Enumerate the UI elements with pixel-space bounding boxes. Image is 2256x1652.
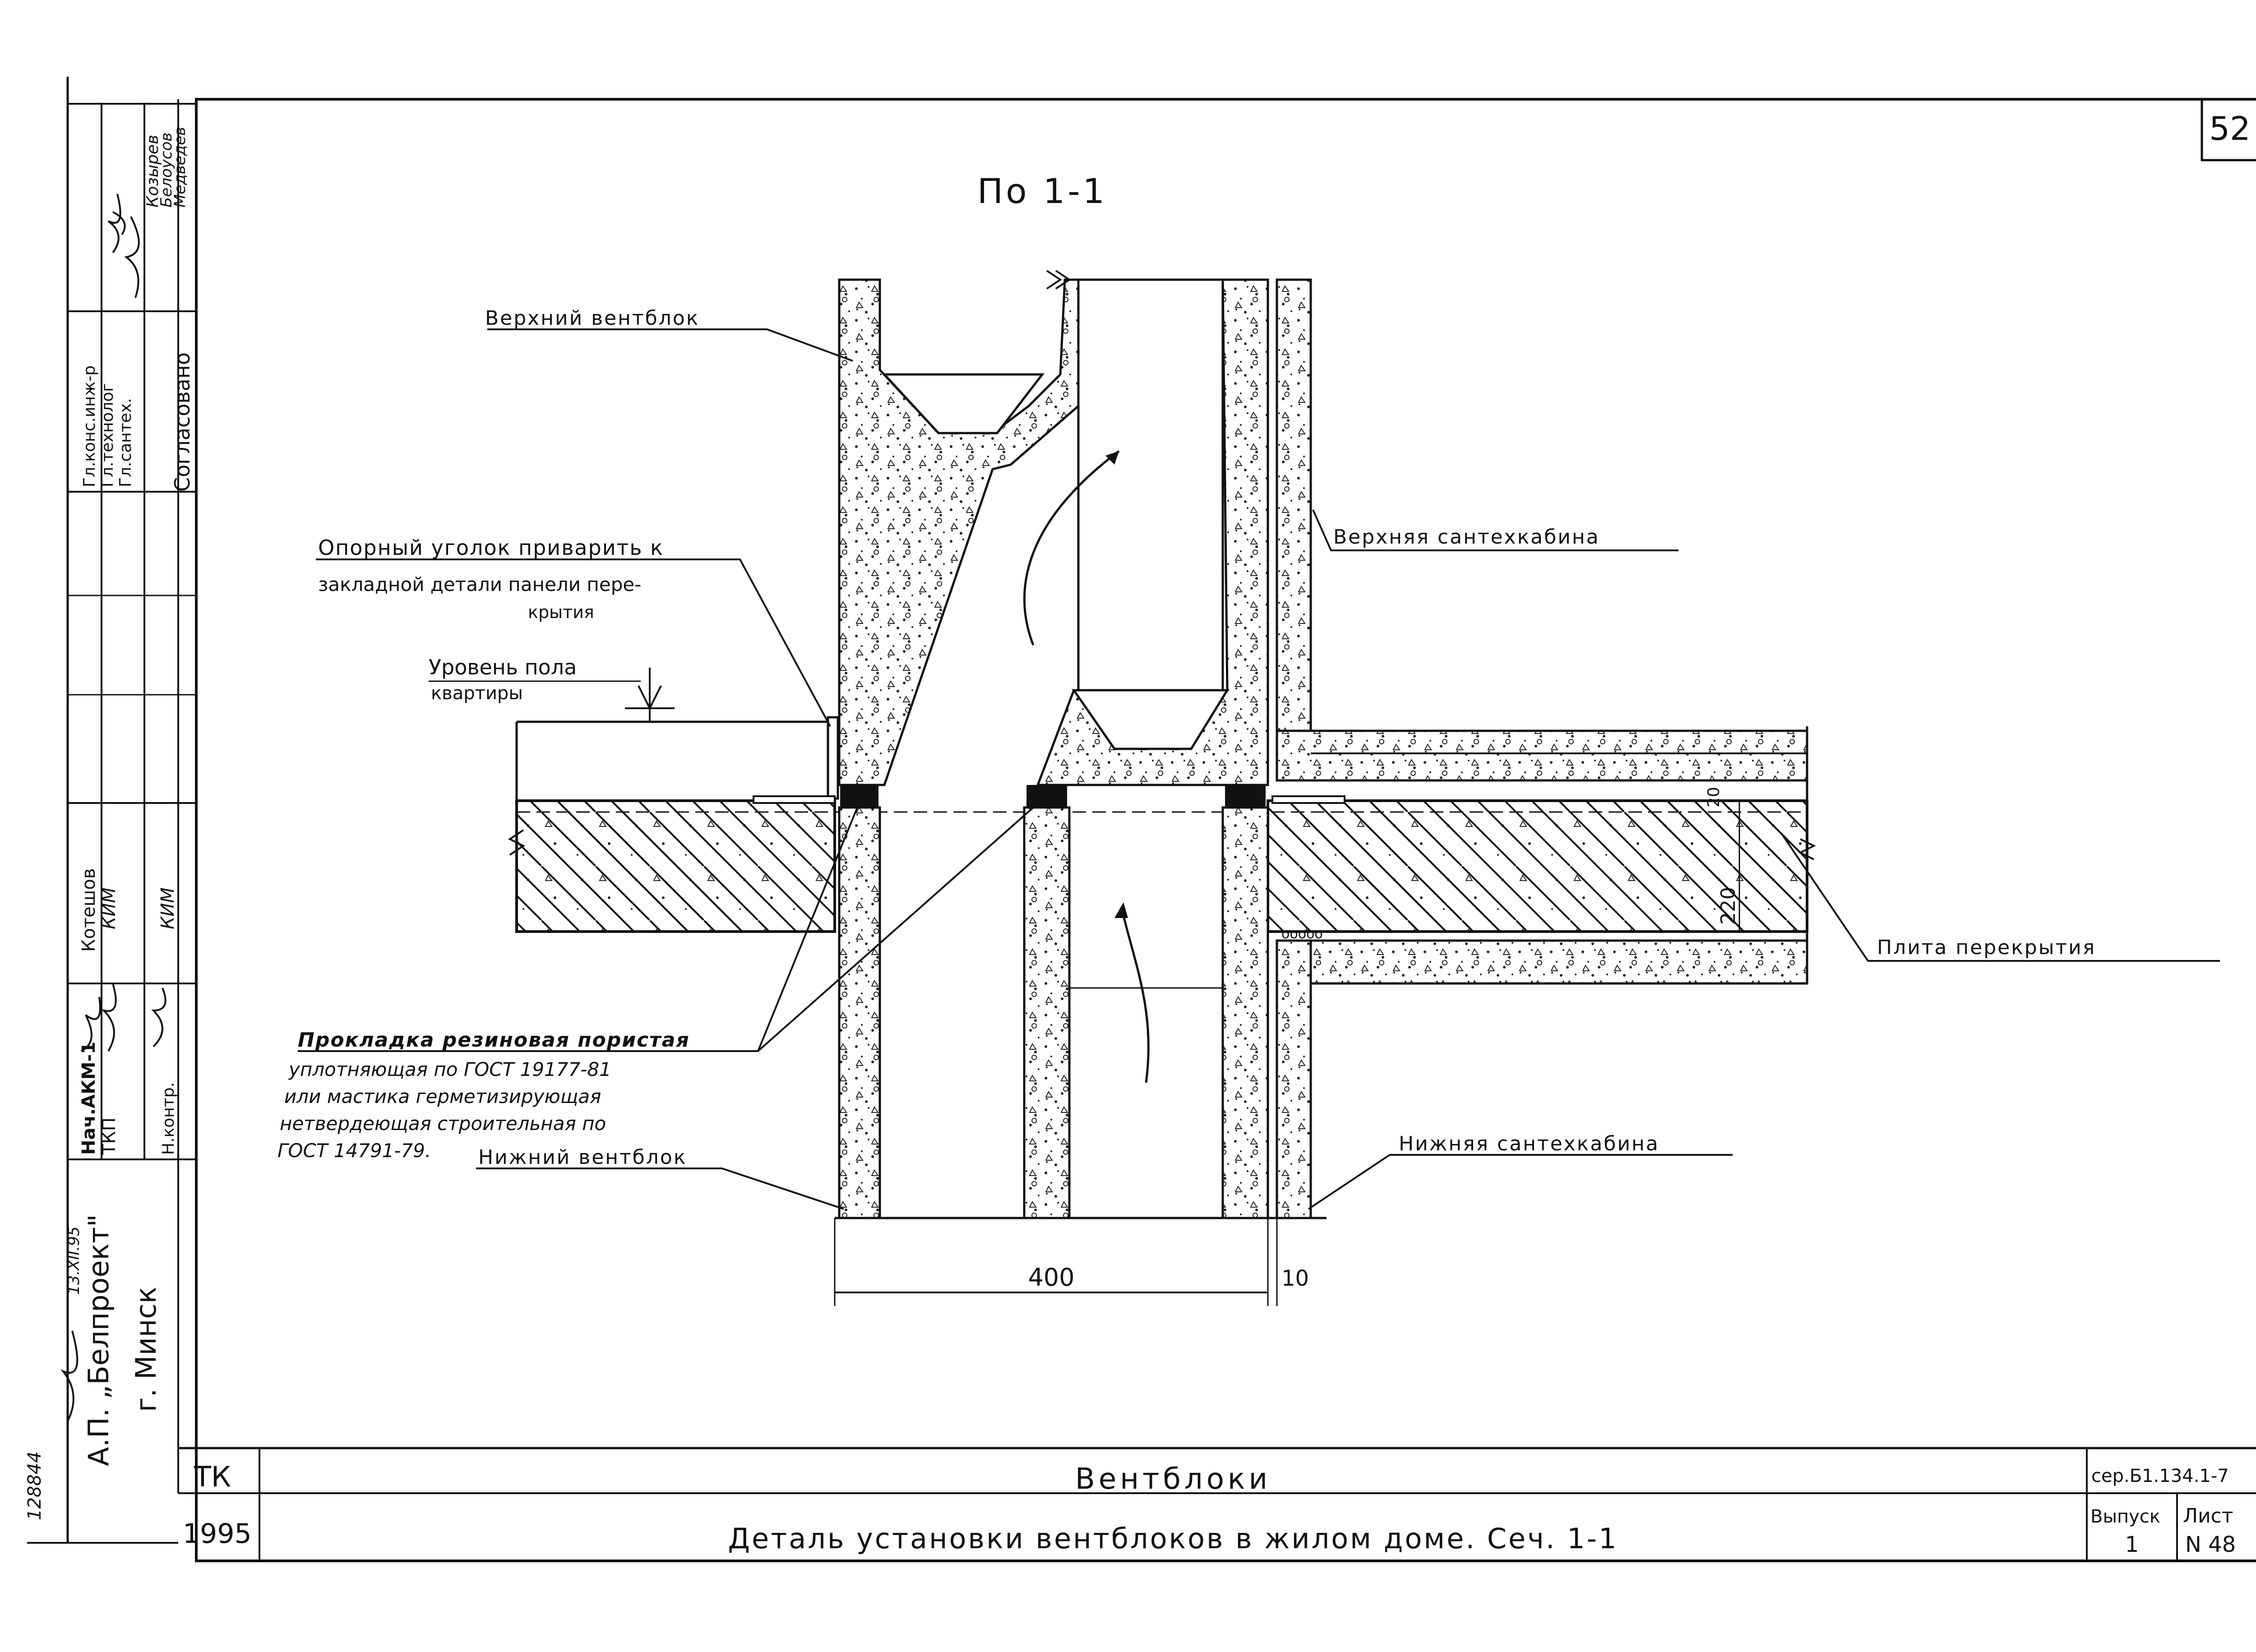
airflow-arrow-lower-head	[1114, 902, 1128, 918]
sign-signature-3	[151, 988, 166, 1047]
title-block: ТК 1995 Вентблоки Деталь установки вентб…	[178, 1447, 2256, 1561]
label-support-angle-3: крытия	[528, 602, 594, 622]
approval-name-3: Медведев	[171, 127, 189, 208]
page-number-box	[2201, 98, 2256, 162]
org-signature	[60, 1330, 79, 1421]
title-series: сер.Б1.134.1-7	[2091, 1466, 2229, 1486]
label-upper-block: Верхний вентблок	[485, 307, 699, 330]
org-name: А.П. „Белпроект"	[82, 1214, 115, 1466]
label-gasket-1: Прокладка резиновая пористая	[298, 1029, 690, 1052]
level-marker	[625, 668, 675, 722]
label-gasket-4: нетвердеющая строительная по	[280, 1112, 606, 1135]
org-block: А.П. „Белпроект" г. Минск 13.XII.95 1288…	[24, 1214, 162, 1520]
sign-role-1: Нач.АКМ-1	[79, 1042, 99, 1155]
label-gasket-3: или мастика герметизирующая	[284, 1085, 601, 1107]
approval-role-1: Гл.конс.инж-р	[80, 365, 99, 487]
sign-role-3: Н.контр.	[159, 1082, 178, 1155]
label-slab: Плита перекрытия	[1877, 936, 2096, 959]
lower-ventblock-mid-wall	[1023, 806, 1071, 1219]
dim-width: 400	[1028, 1263, 1074, 1292]
approval-heading: Согласовано	[170, 352, 194, 492]
approval-name-2: Белоусов	[157, 133, 176, 208]
left-side-strip	[27, 77, 196, 1544]
title-main: Вентблоки	[1075, 1463, 1271, 1496]
gasket-mid	[1026, 785, 1067, 807]
callouts: Верхний вентблок Опорный уголок приварит…	[277, 307, 2096, 1169]
approval-role-3: Гл.сантех.	[116, 398, 135, 487]
leader-lines	[298, 328, 2220, 1210]
label-gasket-2: уплотняющая по ГОСТ 19177-81	[288, 1058, 611, 1080]
lower-ventblock-left-wall	[838, 806, 881, 1219]
gasket-right	[1225, 785, 1266, 807]
upper-ventblock-hopper	[882, 373, 1045, 434]
label-upper-cabin: Верхняя сантехкабина	[1333, 526, 1600, 549]
break-mark-top	[1046, 270, 1071, 290]
lower-cabin-wall	[1276, 939, 1312, 1219]
org-inv: 128844	[24, 1451, 45, 1520]
gasket-left	[840, 785, 878, 807]
label-lower-cabin: Нижняя сантехкабина	[1399, 1132, 1660, 1155]
org-note: 13.XII.95	[65, 1227, 83, 1295]
joint-plate-right	[1271, 795, 1345, 804]
label-gasket-5: ГОСТ 14791-79.	[277, 1140, 431, 1162]
break-mark-left	[508, 829, 525, 856]
approval-block: Согласовано Гл.конс.инж-р Гл.технолог Гл…	[80, 127, 194, 492]
title-tk: ТК	[194, 1460, 231, 1493]
floor-slab-left	[515, 799, 836, 933]
dim-layer-top: 20	[1705, 787, 1723, 808]
sign-signature-2	[101, 983, 117, 1052]
label-support-angle-2: закладной детали панели пере-	[318, 573, 641, 595]
lower-ventblock-right-wall	[1221, 806, 1269, 1219]
dim-slab-thickness: 220	[1717, 887, 1740, 925]
page-number: 52	[2209, 110, 2251, 148]
dim-gap: 10	[1281, 1266, 1309, 1291]
airflow-arrow-lower	[1122, 915, 1150, 1083]
title-subtitle: Деталь установки вентблоков в жилом доме…	[728, 1522, 1618, 1555]
label-lower-block: Нижний вентблок	[478, 1146, 687, 1169]
sign-name-3: КИМ	[157, 887, 178, 929]
lower-cabin-ceiling	[1276, 939, 1808, 985]
ceiling-bolts: ooooo	[1281, 926, 1323, 942]
approval-signature-2	[124, 216, 140, 298]
support-angle	[827, 716, 839, 800]
sheet-frame	[195, 98, 2256, 1562]
label-support-angle-1: Опорный уголок приварить к	[318, 535, 664, 560]
joint-plate-left	[753, 795, 836, 804]
sign-block: Нач.АКМ-1 ТКП Н.контр. Котешов КИМ КИМ	[79, 868, 178, 1155]
approval-signature-1	[107, 194, 126, 254]
sign-role-2: ТКП	[99, 1117, 120, 1155]
title-issue-value: 1	[2125, 1532, 2139, 1557]
label-floor-level-1: Уровень пола	[429, 655, 577, 679]
section-drawing: ooooo 400 10 20 220	[508, 270, 1816, 1306]
approval-role-2: Гл.технолог	[98, 383, 117, 487]
section-title: По 1-1	[977, 171, 1107, 211]
title-sheet-label: Лист	[2183, 1504, 2233, 1527]
sign-signature-1	[81, 997, 101, 1052]
airflow-arrow-upper-head	[1105, 451, 1119, 465]
title-sheet-value: N 48	[2185, 1532, 2236, 1557]
sign-name-2: КИМ	[99, 887, 120, 929]
label-floor-level-2: квартиры	[431, 683, 523, 704]
title-year: 1995	[183, 1518, 252, 1550]
upper-ventblock-channel	[1077, 278, 1224, 692]
floor-slab-right	[1267, 799, 1808, 933]
airflow-arrow-upper	[1023, 450, 1120, 646]
approval-name-1: Козырев	[143, 135, 162, 208]
org-city: г. Минск	[129, 1287, 162, 1412]
upper-cabin-floor	[1276, 729, 1808, 782]
title-issue-label: Выпуск	[2090, 1506, 2160, 1527]
upper-cabin-wall	[1276, 278, 1312, 732]
sign-name-1: Котешов	[79, 868, 99, 952]
